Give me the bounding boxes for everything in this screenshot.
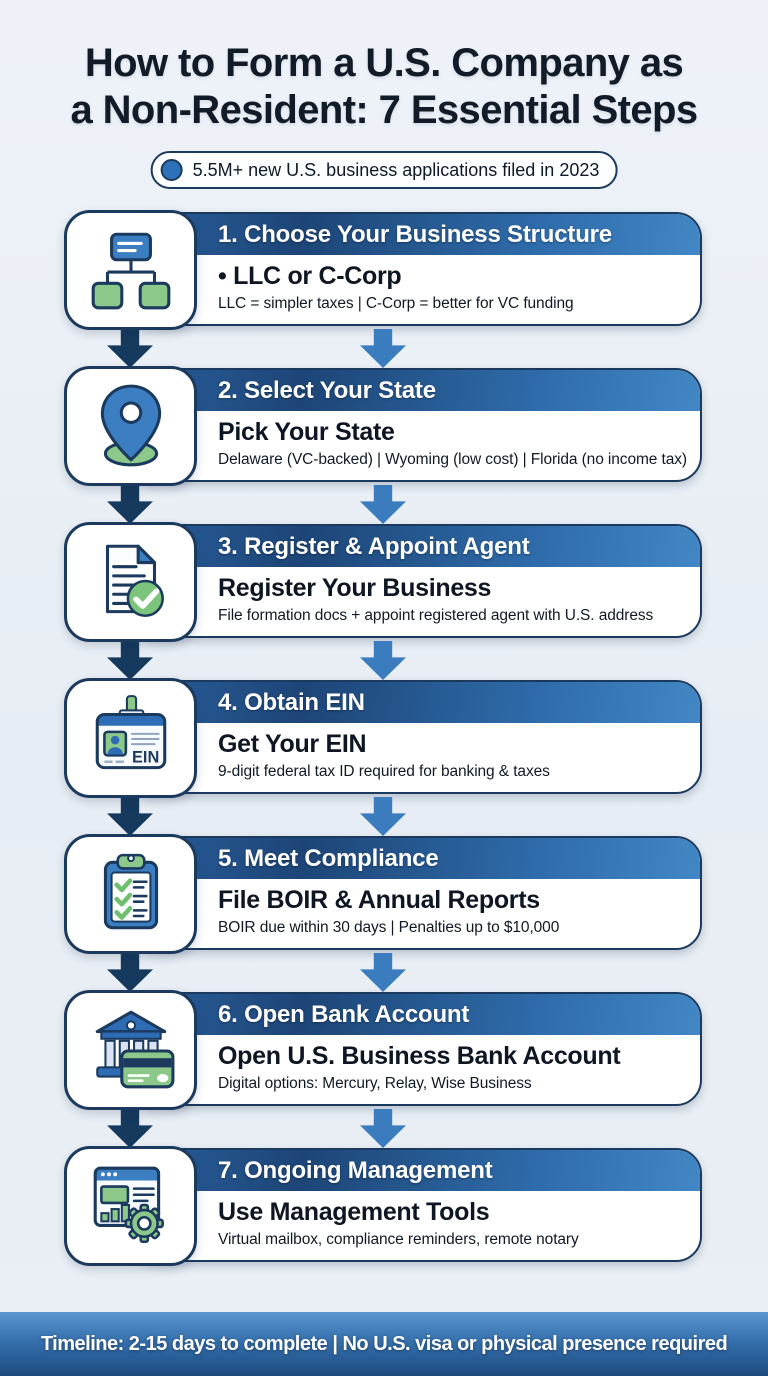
step-4-card: 4. Obtain EIN Get Your EIN 9-digit feder… <box>130 680 702 794</box>
page-title-line1: How to Form a U.S. Company as <box>84 41 684 85</box>
step-1: 1. Choose Your Business Structure • LLC … <box>0 210 768 368</box>
flow-arrow-down-icon <box>107 485 153 524</box>
ein-label: EIN <box>132 749 159 767</box>
footer-text: Timeline: 2-15 days to complete | No U.S… <box>40 1332 728 1355</box>
step-4-description: 9-digit federal tax ID required for bank… <box>218 763 550 780</box>
step-3-icon-box <box>64 522 197 642</box>
step-5-card: 5. Meet Compliance File BOIR & Annual Re… <box>130 836 702 950</box>
step-1-description: LLC = simpler taxes | C-Corp = better fo… <box>218 295 574 312</box>
step-2-subtitle: Pick Your State <box>218 418 395 446</box>
step-6-subtitle: Open U.S. Business Bank Account <box>218 1042 621 1070</box>
stat-badge-text: 5.5M+ new U.S. business applications fil… <box>192 159 600 180</box>
flow-arrow-down-icon <box>360 953 406 992</box>
step-2-header: 2. Select Your State <box>218 376 436 404</box>
step-3-subtitle: Register Your Business <box>218 574 492 602</box>
step-6-description: Digital options: Mercury, Relay, Wise Bu… <box>218 1075 532 1092</box>
step-2-icon-box <box>64 366 197 486</box>
bank-card-icon <box>95 1010 174 1089</box>
footer-banner: Timeline: 2-15 days to complete | No U.S… <box>0 1312 768 1376</box>
flow-arrow-down-icon <box>107 329 153 368</box>
step-7-icon-box <box>64 1146 197 1266</box>
step-7-header: 7. Ongoing Management <box>218 1156 493 1184</box>
step-2: 2. Select Your State Pick Your State Del… <box>0 366 768 524</box>
step-4: 4. Obtain EIN Get Your EIN 9-digit feder… <box>0 678 768 836</box>
step-7-card: 7. Ongoing Management Use Management Too… <box>130 1148 702 1262</box>
step-7-description: Virtual mailbox, compliance reminders, r… <box>218 1231 579 1248</box>
flow-arrow-down-icon <box>360 329 406 368</box>
flow-arrow-down-icon <box>107 953 153 992</box>
flow-arrow-down-icon <box>360 485 406 524</box>
step-3-card: 3. Register & Appoint Agent Register You… <box>130 524 702 638</box>
step-4-header: 4. Obtain EIN <box>218 688 365 716</box>
step-3-header-band: 3. Register & Appoint Agent <box>132 526 700 567</box>
step-3: 3. Register & Appoint Agent Register You… <box>0 522 768 680</box>
step-1-header-band: 1. Choose Your Business Structure <box>132 214 700 255</box>
step-5-icon-box <box>64 834 197 954</box>
step-7-header-band: 7. Ongoing Management <box>132 1150 700 1191</box>
step-7-subtitle: Use Management Tools <box>218 1198 490 1226</box>
step-6-header: 6. Open Bank Account <box>218 1000 470 1028</box>
flow-arrow-down-icon <box>107 797 153 836</box>
page-title: How to Form a U.S. Company as a Non-Resi… <box>0 40 768 134</box>
stat-badge: 5.5M+ new U.S. business applications fil… <box>150 151 618 189</box>
flow-arrow-down-icon <box>107 1109 153 1148</box>
step-6-icon-box <box>64 990 197 1110</box>
location-pin-icon <box>100 384 161 467</box>
dashboard-gear-icon <box>93 1166 164 1244</box>
step-1-header: 1. Choose Your Business Structure <box>218 220 612 248</box>
clipboard-checklist-icon <box>103 853 158 930</box>
step-1-card: 1. Choose Your Business Structure • LLC … <box>130 212 702 326</box>
org-chart-icon <box>91 232 170 310</box>
step-6-header-band: 6. Open Bank Account <box>132 994 700 1035</box>
step-2-description: Delaware (VC-backed) | Wyoming (low cost… <box>218 451 687 468</box>
document-check-icon <box>105 544 164 618</box>
step-1-subtitle: • LLC or C-Corp <box>218 262 402 290</box>
step-4-icon-box: EIN <box>64 678 197 798</box>
step-4-subtitle: Get Your EIN <box>218 730 367 758</box>
step-1-icon-box <box>64 210 197 330</box>
flow-arrow-down-icon <box>360 1109 406 1148</box>
flow-arrow-down-icon <box>360 641 406 680</box>
id-badge-icon: EIN <box>95 695 166 770</box>
blue-dot-icon <box>160 159 183 181</box>
flow-arrow-down-icon <box>107 641 153 680</box>
step-6: 6. Open Bank Account Open U.S. Business … <box>0 990 768 1148</box>
step-4-header-band: 4. Obtain EIN <box>132 682 700 723</box>
flow-arrow-down-icon <box>360 797 406 836</box>
page-title-line2: a Non-Resident: 7 Essential Steps <box>70 87 698 132</box>
step-3-description: File formation docs + appoint registered… <box>218 607 654 624</box>
step-6-card: 6. Open Bank Account Open U.S. Business … <box>130 992 702 1106</box>
step-5-description: BOIR due within 30 days | Penalties up t… <box>218 919 560 936</box>
step-2-header-band: 2. Select Your State <box>132 370 700 411</box>
step-7: 7. Ongoing Management Use Management Too… <box>0 1146 768 1266</box>
step-3-header: 3. Register & Appoint Agent <box>218 532 530 560</box>
step-5-subtitle: File BOIR & Annual Reports <box>218 886 540 914</box>
step-5: 5. Meet Compliance File BOIR & Annual Re… <box>0 834 768 992</box>
step-5-header-band: 5. Meet Compliance <box>132 838 700 879</box>
step-2-card: 2. Select Your State Pick Your State Del… <box>130 368 702 482</box>
step-5-header: 5. Meet Compliance <box>218 844 439 872</box>
